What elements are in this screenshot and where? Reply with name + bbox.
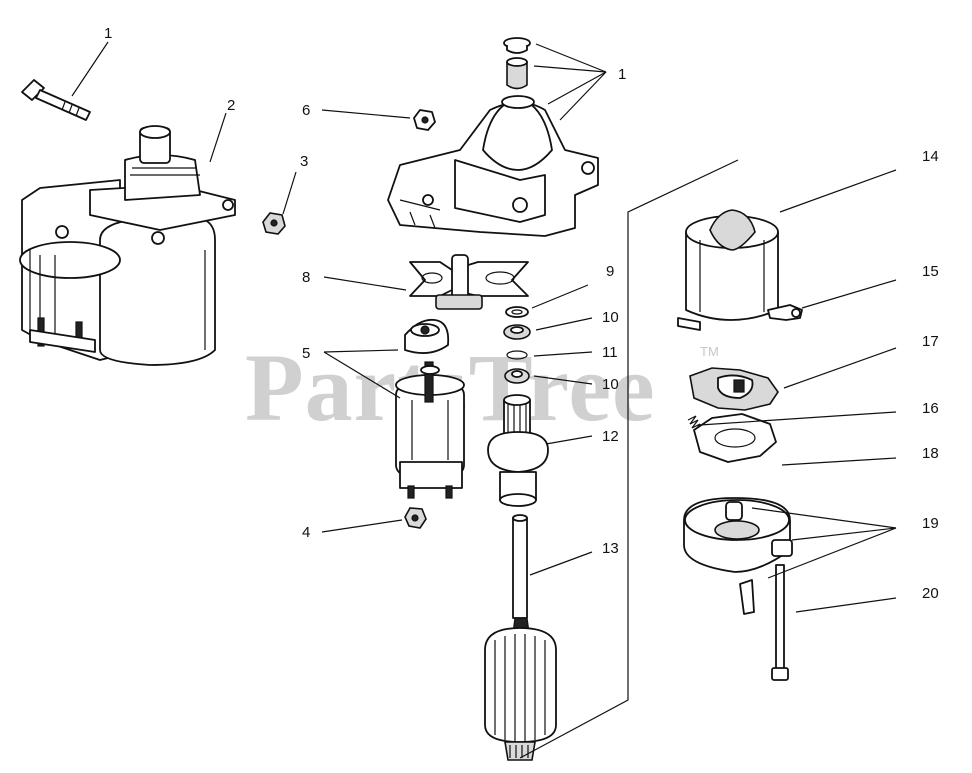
- part-9-washer: [505, 306, 529, 318]
- callout-16: 16: [922, 400, 939, 417]
- part-1-bolt-left: [21, 79, 91, 121]
- callout-14: 14: [922, 148, 939, 165]
- callout-6: 6: [302, 102, 310, 119]
- part-8-lever: [409, 254, 529, 310]
- callout-4: 4: [302, 524, 310, 541]
- callout-9: 9: [606, 263, 614, 280]
- callout-18: 18: [922, 445, 939, 462]
- part-13-armature: [484, 514, 557, 761]
- part-20-through-bolt: [771, 564, 789, 681]
- drive-housing: [387, 95, 599, 237]
- callouts: 1 1 2 3 4 5 6 8 9 10 10 11 12 13 14 15 1…: [104, 25, 939, 602]
- callout-8: 8: [302, 269, 310, 286]
- callout-10-lower: 10: [602, 376, 619, 393]
- callout-19: 19: [922, 515, 939, 532]
- callout-15: 15: [922, 263, 939, 280]
- callout-20: 20: [922, 585, 939, 602]
- callout-2: 2: [227, 97, 235, 114]
- callout-10-upper: 10: [602, 309, 619, 326]
- part-12-pinion-drive: [487, 394, 549, 507]
- callout-1-top: 1: [618, 66, 626, 83]
- part-1-bushings: [503, 37, 531, 90]
- part-16-brush-spring: [687, 415, 701, 433]
- callout-1-left: 1: [104, 25, 112, 42]
- watermark-trademark: TM: [700, 344, 719, 359]
- callout-17: 17: [922, 333, 939, 350]
- part-17-brush-holder: [689, 367, 779, 411]
- callout-12: 12: [602, 428, 619, 445]
- part-18-plate: [693, 413, 777, 463]
- callout-11: 11: [602, 344, 618, 361]
- part-5-solenoid: [395, 318, 465, 499]
- part-10-collar-lower: [504, 368, 530, 384]
- part-11-snap-ring: [506, 350, 528, 360]
- callout-3: 3: [300, 153, 308, 170]
- part-14-field-frame: [677, 209, 803, 331]
- leader-lines: [71, 41, 897, 613]
- assembly-guide-line: [519, 159, 739, 759]
- part-10-collar-upper: [503, 324, 531, 340]
- part-3-nut: [262, 212, 286, 235]
- part-6-nut: [413, 109, 436, 131]
- part-4-nut: [404, 507, 427, 529]
- watermark: PartsTree TM: [245, 334, 719, 441]
- callout-5: 5: [302, 345, 310, 362]
- callout-13: 13: [602, 540, 619, 557]
- part-2-starter-assembly: [19, 125, 236, 366]
